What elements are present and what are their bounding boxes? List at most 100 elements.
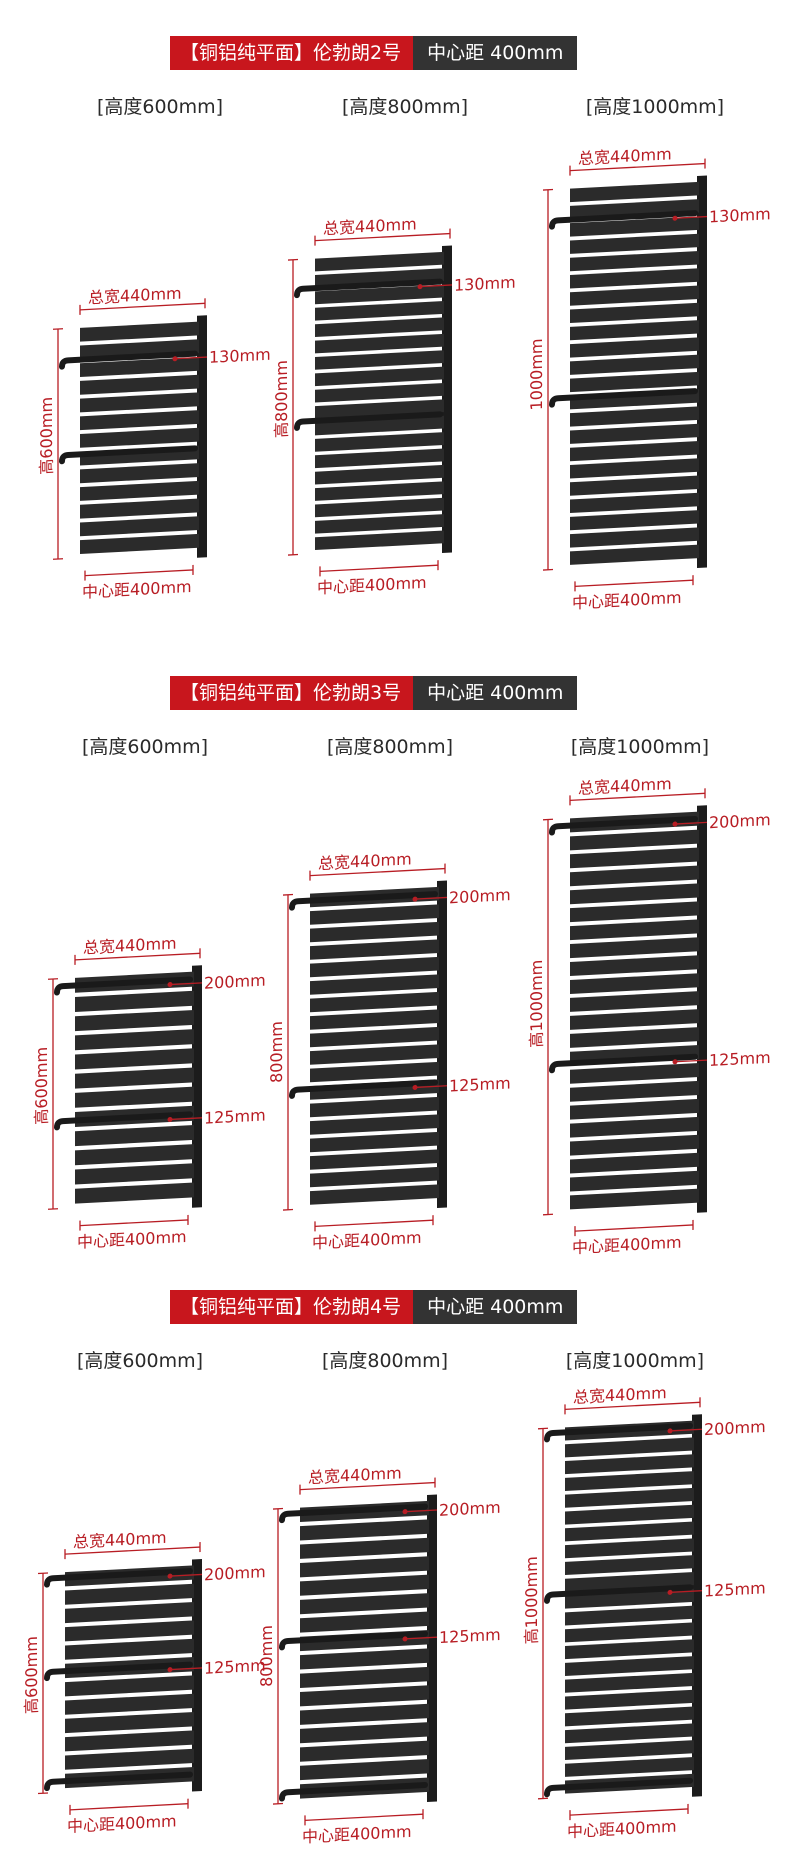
radiator-bar — [570, 901, 699, 923]
radiator-bar — [570, 458, 699, 479]
radiator-side-rail — [442, 245, 452, 553]
radiator-bar — [310, 1096, 439, 1118]
radiator-bar — [565, 1639, 694, 1660]
dimension-tick — [273, 1802, 283, 1805]
dimension-tick — [53, 558, 63, 560]
callout-dot — [417, 284, 423, 290]
radiator-bar — [565, 1706, 694, 1727]
radiator-bar — [315, 382, 444, 403]
radiator-bar — [570, 1009, 699, 1030]
towel-rod — [289, 1079, 438, 1099]
radiator-bar — [75, 1048, 194, 1070]
callout-top-label: 130mm — [209, 345, 271, 367]
radiator-bar — [565, 1622, 694, 1643]
series-banner: 【铜铝纯平面】伦勃朗2号 中心距 400mm — [170, 36, 578, 70]
callout-dot — [672, 821, 678, 827]
variant-title: [高度800mm] — [326, 736, 454, 758]
radiator-bar — [570, 337, 699, 358]
radiator-bar — [315, 366, 444, 387]
radiator-bar — [65, 1712, 194, 1734]
radiator-bar — [565, 1437, 694, 1458]
radiator-bar — [65, 1730, 194, 1752]
callout-top-label: 200mm — [439, 1498, 501, 1520]
radiator-bar — [315, 415, 444, 436]
dimension-line — [570, 792, 705, 802]
center-distance-dim-label: 中心距400mm — [312, 1228, 422, 1253]
dimension-tick — [543, 1213, 553, 1216]
radiator-bar — [310, 1061, 439, 1083]
variant-title: [高度600mm] — [96, 96, 224, 118]
radiator-bar — [315, 497, 444, 518]
series-label: 【铜铝纯平面】伦勃朗3号 — [170, 676, 414, 710]
variant-title: [高度600mm] — [76, 1350, 204, 1372]
radiator-bar — [570, 285, 699, 306]
radiator-bar — [570, 919, 699, 941]
radiator-bar — [570, 354, 699, 375]
radiator-bar — [300, 1574, 429, 1596]
dimension-tick — [288, 258, 298, 261]
callout-dot — [667, 1428, 673, 1434]
radiator-bar — [570, 829, 699, 851]
callout-top-label: 200mm — [449, 885, 511, 907]
width-label: 总宽440mm — [83, 934, 177, 958]
radiator-bar — [75, 1182, 194, 1204]
dimension-line — [320, 564, 438, 573]
dimension-line — [675, 215, 707, 219]
dimension-tick — [38, 1572, 48, 1575]
radiator-bar — [570, 371, 699, 393]
callout-dot — [402, 1509, 408, 1515]
dimension-line — [675, 1059, 707, 1063]
height-label: 高600mm — [37, 396, 56, 475]
radiator-bar — [315, 301, 444, 321]
radiator-side-rail — [697, 175, 707, 568]
series-label: 【铜铝纯平面】伦勃朗4号 — [170, 1290, 414, 1324]
dimension-tick — [38, 1792, 48, 1795]
radiator-bar — [75, 1029, 194, 1051]
callout-top-label: 200mm — [204, 1562, 266, 1584]
radiator-bar — [310, 1026, 439, 1048]
center-distance-label: 中心距 400mm — [413, 676, 578, 710]
radiator-bar — [570, 320, 699, 341]
width-label: 总宽440mm — [73, 1528, 167, 1552]
dimension-line — [70, 1803, 188, 1811]
center-distance-dim-label: 中心距400mm — [572, 588, 682, 613]
radiator-bar — [300, 1666, 429, 1688]
dimension-line — [315, 1219, 433, 1228]
radiator-side-rail — [197, 315, 207, 558]
radiator-bar — [570, 1080, 699, 1102]
radiator-bar — [75, 1086, 194, 1108]
towel-rod — [279, 1503, 428, 1524]
radiator-bar — [310, 991, 439, 1013]
series-banner: 【铜铝纯平面】伦勃朗4号 中心距 400mm — [170, 1290, 578, 1324]
radiator-bar — [565, 1487, 694, 1508]
width-label: 总宽440mm — [88, 284, 182, 308]
radiator-bar — [75, 1144, 194, 1166]
radiator-bar — [310, 1044, 439, 1065]
radiator-bar — [300, 1537, 429, 1559]
radiator-bar — [310, 1149, 439, 1170]
radiator-bar — [80, 463, 199, 484]
dimension-line — [75, 952, 200, 961]
radiator-bar — [300, 1685, 429, 1707]
radiator-bar — [300, 1611, 429, 1633]
dimension-line — [670, 1590, 702, 1594]
radiator-bar — [80, 410, 199, 431]
dimension-line — [170, 1667, 202, 1671]
dimension-line — [305, 1813, 423, 1822]
dimension-tick — [543, 188, 553, 191]
height-label: 高600mm — [32, 1046, 51, 1125]
radiator-bar — [315, 464, 444, 485]
width-label: 总宽440mm — [323, 214, 417, 238]
radiator-bar — [565, 1538, 694, 1559]
callout-mid-label: 125mm — [449, 1073, 511, 1095]
callout-top-label: 130mm — [454, 273, 516, 295]
radiator-bar — [570, 492, 699, 514]
